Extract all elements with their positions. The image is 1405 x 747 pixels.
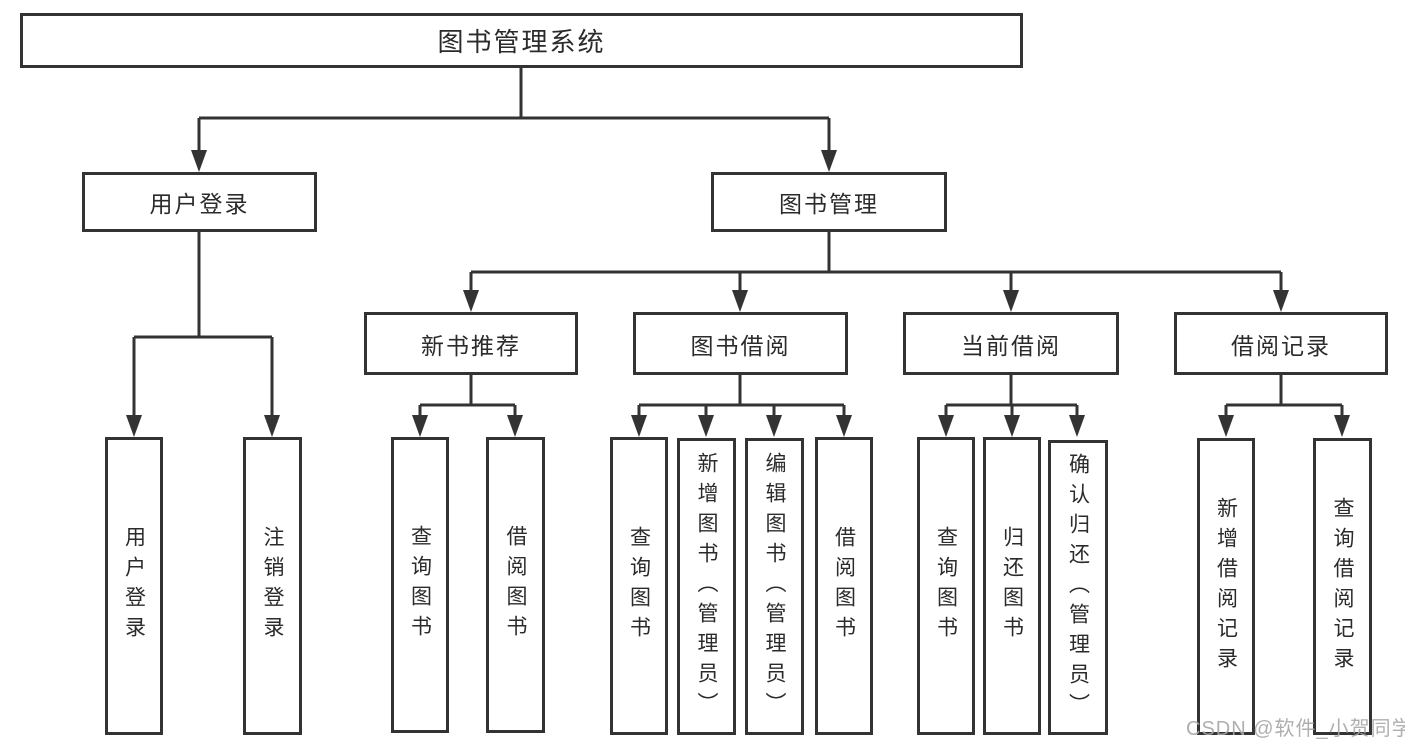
leaf-logout: 注销登录 — [243, 437, 302, 735]
leaf-query-books-current: 查询图书 — [917, 437, 975, 735]
node-root-book-management-system: 图书管理系统 — [20, 13, 1023, 68]
leaf-confirm-return-admin: 确认归还（管理员） — [1048, 440, 1108, 735]
leaf-add-borrow-record: 新增借阅记录 — [1197, 438, 1255, 735]
node-borrow-record: 借阅记录 — [1174, 312, 1388, 375]
connector-newbook-to-leaves — [412, 375, 523, 437]
leaf-edit-books-admin: 编辑图书（管理员） — [745, 438, 804, 735]
node-new-book-recommend: 新书推荐 — [364, 312, 578, 375]
connector-userlogin-to-leaves — [126, 232, 280, 437]
leaf-user-login: 用户登录 — [105, 437, 163, 735]
node-book-management: 图书管理 — [711, 172, 947, 232]
csdn-watermark: CSDN @软件_小贺同学 — [1186, 718, 1405, 740]
node-current-borrow: 当前借阅 — [903, 312, 1119, 375]
connector-bookmgmt-to-level3 — [463, 232, 1289, 312]
connector-record-to-leaves — [1218, 375, 1350, 437]
node-book-borrow: 图书借阅 — [633, 312, 848, 375]
connector-borrow-to-leaves — [631, 375, 852, 437]
connector-current-to-leaves — [938, 375, 1085, 437]
leaf-borrow-books: 借阅图书 — [815, 437, 873, 735]
leaf-query-books-borrow: 查询图书 — [610, 437, 668, 735]
connector-root-to-level2 — [191, 68, 837, 172]
leaf-add-books-admin: 新增图书（管理员） — [677, 438, 736, 735]
node-user-login: 用户登录 — [82, 172, 317, 232]
leaf-borrow-books-recommend: 借阅图书 — [486, 437, 545, 733]
leaf-query-books-recommend: 查询图书 — [391, 437, 449, 733]
leaf-query-borrow-record: 查询借阅记录 — [1313, 438, 1372, 735]
leaf-return-books: 归还图书 — [983, 437, 1041, 735]
